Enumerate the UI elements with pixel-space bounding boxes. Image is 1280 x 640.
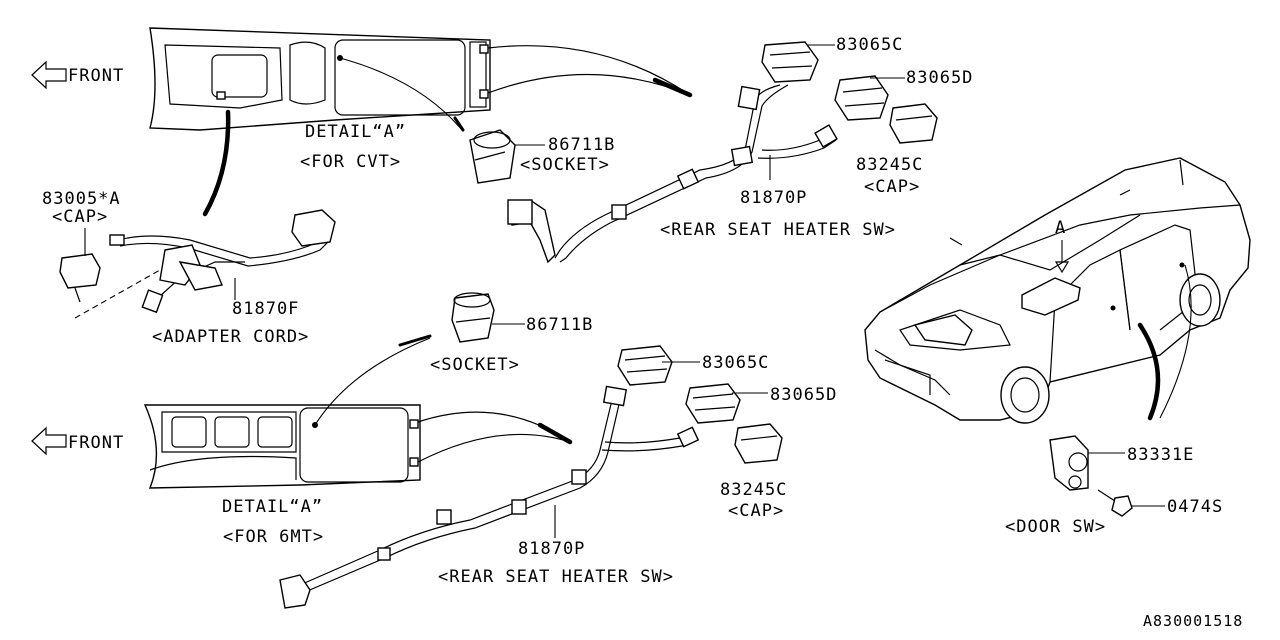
adapter-cord-81870f xyxy=(109,209,336,314)
part-81870p-top: 81870P xyxy=(740,188,807,208)
part-83331e: 83331E xyxy=(1127,445,1194,465)
socket-86711b-top xyxy=(469,129,516,184)
adapter-cord-label: <ADAPTER CORD> xyxy=(152,327,309,347)
front-label-top: FRONT xyxy=(68,66,124,86)
console-6mt xyxy=(143,404,421,489)
for-6mt: <FOR 6MT> xyxy=(223,527,324,547)
part-83245c-top: 83245C xyxy=(856,155,923,175)
cable-lead-top-1 xyxy=(487,45,691,96)
part-86711b-bottom: 86711B xyxy=(526,315,593,335)
socket-top-label: <SOCKET> xyxy=(520,155,610,175)
view-a-label: A xyxy=(1055,218,1066,238)
cap-83005a xyxy=(59,253,101,289)
door-switch-83331e xyxy=(1049,435,1089,491)
detail-a-cvt: DETAIL“A” xyxy=(305,122,406,142)
part-83065c-top: 83065C xyxy=(836,35,903,55)
door-sw-label: <DOOR SW> xyxy=(1005,517,1106,537)
vehicle-outline xyxy=(864,157,1251,424)
connector-83065c-top xyxy=(761,41,819,83)
harness-81870p-top xyxy=(507,84,838,264)
leader-to-adapter xyxy=(202,109,231,217)
leader-to-socket-top xyxy=(339,57,463,131)
cap-83245c-bottom xyxy=(734,423,783,464)
part-83065c-bottom: 83065C xyxy=(702,353,769,373)
connector-83065d-bottom xyxy=(685,383,741,424)
cap-83245c-top xyxy=(889,103,938,144)
part-83065d-top: 83065D xyxy=(906,68,973,88)
front-arrow-bottom xyxy=(31,426,67,456)
part-83245c-bottom: 83245C xyxy=(720,480,787,500)
cap-bottom-label: <CAP> xyxy=(728,501,784,521)
diagram-id: A830001518 xyxy=(1143,612,1243,630)
part-83065d-bottom: 83065D xyxy=(770,385,837,405)
harness-81870p-bottom xyxy=(279,385,700,609)
socket-86711b-bottom xyxy=(451,292,495,343)
connector-83065d-top xyxy=(834,75,889,121)
part-83005a: 83005*A xyxy=(42,189,121,209)
screw-0474s xyxy=(1097,489,1133,517)
for-cvt: <FOR CVT> xyxy=(300,152,401,172)
console-cvt xyxy=(149,27,491,131)
socket-bottom-label: <SOCKET> xyxy=(430,355,520,375)
detail-a-6mt: DETAIL“A” xyxy=(222,497,323,517)
cap-left-label: <CAP> xyxy=(52,207,108,227)
front-arrow-top xyxy=(31,60,67,90)
cap-top-label: <CAP> xyxy=(864,177,920,197)
front-label-bottom: FRONT xyxy=(68,433,124,453)
rear-seat-heater-bottom: <REAR SEAT HEATER SW> xyxy=(438,567,674,587)
connector-83065c-bottom xyxy=(617,345,673,386)
rear-seat-heater-top: <REAR SEAT HEATER SW> xyxy=(660,220,896,240)
part-81870f: 81870F xyxy=(232,299,299,319)
leader-to-door-sw xyxy=(1137,322,1161,421)
part-0474s: 0474S xyxy=(1167,497,1223,517)
part-86711b-top: 86711B xyxy=(548,135,615,155)
part-81870p-bottom: 81870P xyxy=(518,539,585,559)
